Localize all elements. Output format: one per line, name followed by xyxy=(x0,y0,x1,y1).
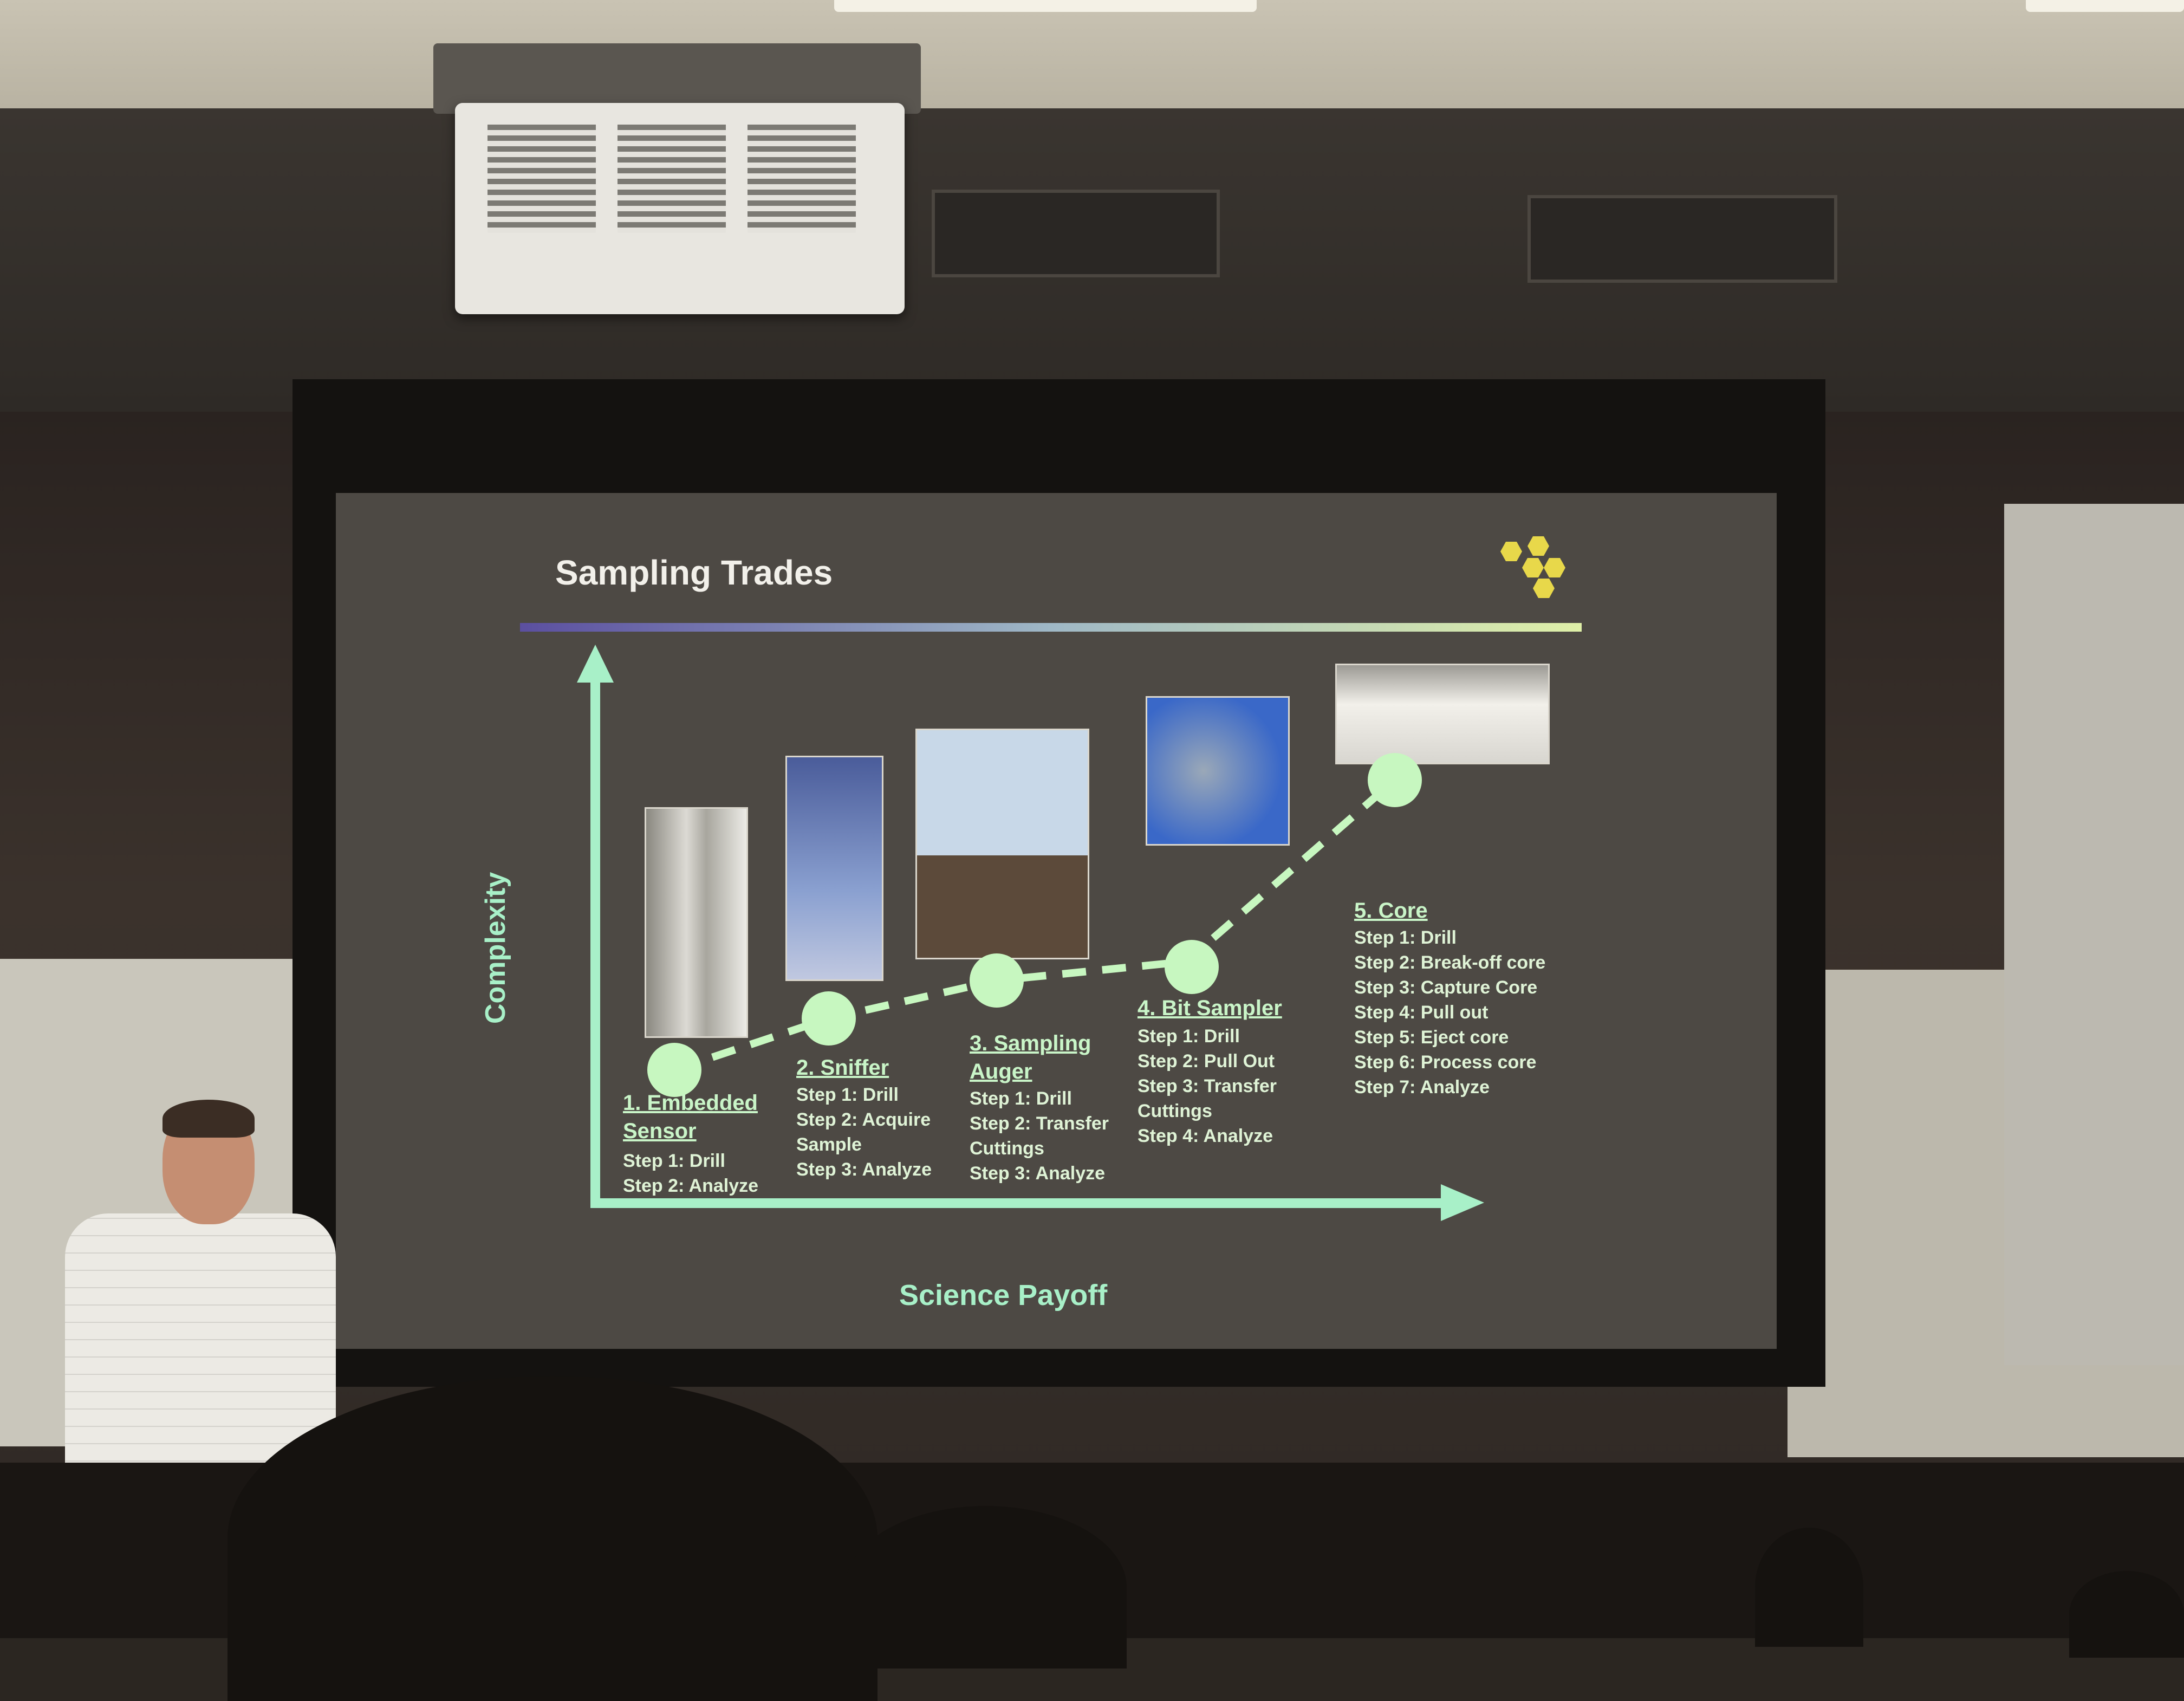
stage-4-heading: 4. Bit Sampler xyxy=(1138,996,1282,1020)
step: Step 6: Process core xyxy=(1354,1052,1537,1073)
sampling-auger-image xyxy=(915,729,1089,959)
title-rule xyxy=(520,623,1582,632)
step: Step 4: Analyze xyxy=(1138,1126,1273,1146)
step: Step 1: Drill xyxy=(970,1088,1072,1109)
ceiling-vent xyxy=(1528,195,1837,283)
step: Step 1: Drill xyxy=(623,1151,725,1171)
stage-5-steps: Step 1: Drill Step 2: Break-off core Ste… xyxy=(1354,925,1545,1100)
x-axis xyxy=(590,1198,1446,1208)
step: Step 2: Analyze xyxy=(623,1176,759,1196)
stage-1-steps: Step 1: Drill Step 2: Analyze xyxy=(623,1148,758,1198)
sniffer-image xyxy=(785,756,883,981)
stage-1-heading: 1. Embedded Sensor xyxy=(623,1091,758,1143)
step: Step 7: Analyze xyxy=(1354,1077,1490,1098)
step: Step 1: Drill xyxy=(1138,1026,1240,1047)
stage-5-heading: 5. Core xyxy=(1354,899,1428,923)
ceiling-light xyxy=(834,0,1257,12)
ceiling-light xyxy=(2026,0,2184,12)
step: Step 3: Analyze xyxy=(970,1163,1106,1184)
x-axis-arrowhead xyxy=(1441,1184,1484,1221)
audience-head xyxy=(845,1506,1127,1668)
stage-3-heading: 3. Sampling Auger xyxy=(970,1031,1091,1083)
projection-screen: Sampling Trades Complexity Science Payof… xyxy=(336,493,1777,1349)
step: Step 5: Eject core xyxy=(1354,1027,1509,1048)
projector xyxy=(455,103,905,314)
second-screen xyxy=(2004,504,2184,1365)
step: Step 2: Break-off core xyxy=(1354,952,1546,973)
step: Step 2: Acquire Sample xyxy=(796,1109,931,1155)
y-axis xyxy=(590,666,600,1208)
projector-mount xyxy=(433,43,921,114)
audience-head xyxy=(2069,1571,2184,1658)
bit-sampler-image xyxy=(1146,696,1290,846)
stage-node xyxy=(970,953,1024,1008)
slide-title: Sampling Trades xyxy=(555,553,833,592)
step: Step 3: Capture Core xyxy=(1354,977,1538,998)
projector-vent xyxy=(487,125,596,233)
stage-node xyxy=(647,1043,701,1097)
hexagon-logo-icon xyxy=(1500,536,1565,598)
step: Step 4: Pull out xyxy=(1354,1002,1488,1023)
core-image xyxy=(1335,664,1550,764)
step: Step 2: Pull Out xyxy=(1138,1051,1275,1072)
stage-node xyxy=(1368,753,1422,807)
stage-2-steps: Step 1: Drill Step 2: Acquire Sample Ste… xyxy=(796,1082,959,1182)
presenter-hair xyxy=(162,1100,255,1138)
audience-head xyxy=(1755,1528,1863,1647)
audience-head xyxy=(227,1376,877,1701)
stage-2-heading: 2. Sniffer xyxy=(796,1056,889,1080)
stage-4-steps: Step 1: Drill Step 2: Pull Out Step 3: T… xyxy=(1138,1024,1311,1148)
presenter-body xyxy=(65,1213,336,1495)
x-axis-label: Science Payoff xyxy=(899,1279,1108,1312)
step: Step 1: Drill xyxy=(796,1085,899,1105)
ceiling-vent xyxy=(932,190,1220,277)
projector-vent xyxy=(618,125,726,233)
step: Step 3: Analyze xyxy=(796,1159,932,1180)
stage-node xyxy=(1165,940,1219,994)
step: Step 1: Drill xyxy=(1354,927,1457,948)
embedded-sensor-image xyxy=(645,807,748,1038)
stage-node xyxy=(802,991,856,1046)
step: Step 2: Transfer Cuttings xyxy=(970,1113,1109,1159)
step: Step 3: Transfer Cuttings xyxy=(1138,1076,1277,1121)
projector-vent xyxy=(748,125,856,233)
stage-3-steps: Step 1: Drill Step 2: Transfer Cuttings … xyxy=(970,1086,1110,1186)
